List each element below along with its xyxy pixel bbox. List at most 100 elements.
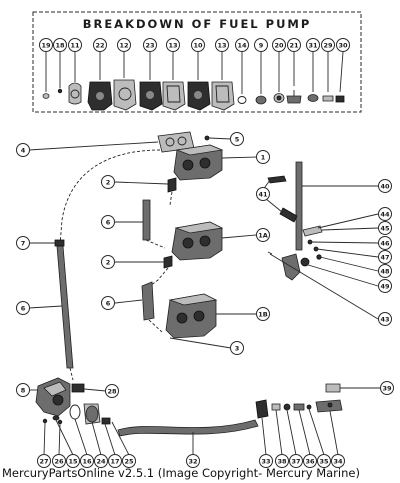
callout-37[interactable]: 37 — [289, 454, 303, 468]
callout-label: 24 — [96, 457, 106, 465]
part-44-48-linkage — [302, 225, 323, 260]
breakdown-callout-14[interactable]: 14 — [235, 38, 249, 52]
breakdown-callout-30[interactable]: 30 — [336, 38, 350, 52]
breakdown-callout-label: 12 — [119, 41, 128, 49]
fuel-line-upper-dashed — [59, 149, 161, 246]
callout-label: 6 — [21, 304, 26, 312]
breakdown-callout-label: 10 — [193, 41, 203, 49]
part-27-screw — [42, 418, 48, 424]
callout-40[interactable]: 40 — [378, 179, 392, 193]
callout-4[interactable]: 4 — [16, 143, 30, 157]
breakdown-callout-label: 19 — [41, 41, 51, 49]
callout-1b[interactable]: 1B — [256, 307, 270, 321]
breakdown-callout-13[interactable]: 13 — [166, 38, 180, 52]
callout-15[interactable]: 15 — [66, 454, 80, 468]
callout-34[interactable]: 34 — [331, 454, 345, 468]
callout-label: 15 — [68, 457, 78, 465]
callout-8[interactable]: 8 — [16, 383, 30, 397]
breakdown-callout-label: 13 — [168, 41, 177, 49]
callout-46[interactable]: 46 — [378, 236, 392, 250]
callout-44[interactable]: 44 — [378, 207, 392, 221]
part-32-fuel-hose — [117, 419, 259, 437]
callout-27[interactable]: 27 — [37, 454, 51, 468]
callout-2-mid[interactable]: 2 — [101, 255, 115, 269]
part-1-pump-body — [173, 144, 224, 181]
callout-label: 26 — [54, 457, 64, 465]
callout-24[interactable]: 24 — [94, 454, 108, 468]
callout-36[interactable]: 36 — [303, 454, 317, 468]
part-5-screw — [204, 135, 210, 141]
breakdown-callout-label: 21 — [289, 41, 299, 49]
callout-43[interactable]: 43 — [378, 312, 392, 326]
lower-hose-dash — [148, 319, 163, 333]
callout-2-top[interactable]: 2 — [101, 175, 115, 189]
callout-6-top[interactable]: 6 — [101, 215, 115, 229]
callout-7[interactable]: 7 — [16, 236, 30, 250]
callout-33[interactable]: 33 — [259, 454, 273, 468]
callout-3[interactable]: 3 — [230, 341, 244, 355]
callout-17[interactable]: 17 — [108, 454, 122, 468]
breakdown-callout-10[interactable]: 10 — [191, 38, 205, 52]
breakdown-callout-29[interactable]: 29 — [321, 38, 335, 52]
callout-28[interactable]: 28 — [105, 384, 119, 398]
callout-label: 5 — [235, 135, 240, 143]
breakdown-part-22-diaphragm — [87, 81, 113, 111]
callout-label: 38 — [277, 457, 287, 465]
callout-25[interactable]: 25 — [122, 454, 136, 468]
breakdown-callout-19[interactable]: 19 — [39, 38, 53, 52]
breakdown-callout-12[interactable]: 12 — [117, 38, 131, 52]
callout-label: 16 — [82, 457, 92, 465]
callout-label: 47 — [380, 253, 389, 261]
part-8-fuel-filter-housing — [35, 377, 71, 417]
callout-6-left[interactable]: 6 — [16, 301, 30, 315]
breakdown-callout-20[interactable]: 20 — [272, 38, 286, 52]
callout-label: 32 — [188, 457, 197, 465]
main-diagram — [35, 131, 343, 437]
fitting-dash-mid — [149, 267, 169, 287]
callout-5[interactable]: 5 — [230, 132, 244, 146]
part-7-connector — [54, 239, 65, 247]
breakdown-callout-23[interactable]: 23 — [143, 38, 157, 52]
callout-38[interactable]: 38 — [275, 454, 289, 468]
callout-49[interactable]: 49 — [378, 279, 392, 293]
breakdown-callout-9[interactable]: 9 — [254, 38, 268, 52]
callout-1a[interactable]: 1A — [256, 228, 270, 242]
callout-label: 28 — [107, 387, 117, 395]
breakdown-callout-21[interactable]: 21 — [287, 38, 301, 52]
breakdown-callout-22[interactable]: 22 — [93, 38, 107, 52]
breakdown-part-23-diaphragm — [139, 81, 163, 111]
breakdown-callout-31[interactable]: 31 — [306, 38, 320, 52]
breakdown-callout-13b[interactable]: 13 — [215, 38, 229, 52]
callout-39[interactable]: 39 — [380, 381, 394, 395]
callout-47[interactable]: 47 — [378, 250, 392, 264]
part-40-rod — [295, 161, 303, 251]
breakdown-callout-label: 11 — [70, 41, 80, 49]
main-callouts: 4 5 1 2 6 7 1A 2 6 6 1B 3 41 40 44 45 46… — [16, 132, 394, 468]
callout-label: 44 — [380, 210, 390, 218]
callout-41[interactable]: 41 — [256, 187, 270, 201]
callout-label: 40 — [380, 182, 390, 190]
callout-48[interactable]: 48 — [378, 264, 392, 278]
breakdown-panel: Breakdown of Fuel Pump 19 18 11 22 12 23 — [32, 11, 362, 113]
breakdown-callout-label: 14 — [237, 41, 247, 49]
callout-label: 49 — [380, 282, 390, 290]
callout-1[interactable]: 1 — [256, 150, 270, 164]
callout-45[interactable]: 45 — [378, 221, 392, 235]
callout-35[interactable]: 35 — [317, 454, 331, 468]
breakdown-title: Breakdown of Fuel Pump — [83, 17, 312, 31]
breakdown-part-30 — [335, 95, 345, 103]
callout-label: 33 — [261, 457, 270, 465]
callout-32[interactable]: 32 — [186, 454, 200, 468]
breakdown-callout-11[interactable]: 11 — [68, 38, 82, 52]
breakdown-part-19 — [42, 93, 50, 99]
callout-label: 17 — [110, 457, 119, 465]
callout-16[interactable]: 16 — [80, 454, 94, 468]
part-15-16-24-17-filter-parts — [52, 403, 111, 425]
callout-label: 1A — [258, 231, 268, 239]
callout-26[interactable]: 26 — [52, 454, 66, 468]
breakdown-leaders — [45, 51, 344, 94]
callout-label: 35 — [319, 457, 329, 465]
callout-6-mid[interactable]: 6 — [101, 296, 115, 310]
breakdown-callout-18[interactable]: 18 — [53, 38, 67, 52]
callout-label: 46 — [380, 239, 390, 247]
